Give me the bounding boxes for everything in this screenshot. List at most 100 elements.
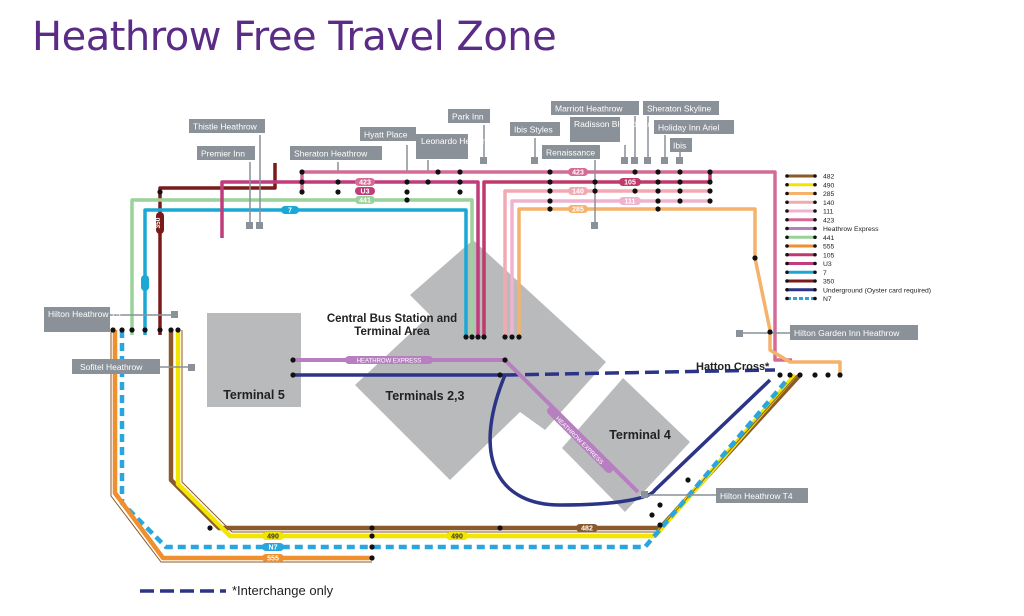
hotel-thistle: Thistle Heathrow — [193, 122, 258, 132]
legend-dot-7 — [813, 235, 817, 240]
legend-dot-3 — [813, 200, 817, 205]
legend-dot-13 — [813, 287, 817, 292]
stop-dots — [110, 169, 843, 561]
terminal-4-building — [562, 378, 690, 512]
terminal-5-building — [207, 313, 301, 407]
legend-dot-6 — [785, 226, 789, 231]
legend-label-12: 350 — [823, 279, 835, 286]
legend-label-5: 423 — [823, 217, 835, 224]
hotel-hiltont5: Hilton Heathrow T5 — [48, 309, 121, 319]
legend-dot-14 — [813, 296, 817, 301]
tag-285: 285 — [572, 207, 584, 214]
legend-label-10: U3 — [823, 261, 832, 268]
tag-140: 140 — [572, 189, 584, 196]
footnote-text: *Interchange only — [232, 583, 334, 598]
legend-dot-3 — [785, 200, 789, 205]
tag-441: 441 — [359, 198, 371, 205]
tag-482: 482 — [581, 526, 593, 533]
route-u3-line — [220, 180, 480, 337]
label-central-bus-station: Central Bus Station and Terminal Area — [326, 313, 458, 338]
hotel-connectors — [110, 116, 790, 496]
legend-dot-12 — [785, 279, 789, 283]
tag-350: 350 — [155, 217, 162, 228]
hotel-sheratonskyline: Sheraton Skyline — [647, 104, 712, 114]
tag-7: 7 — [288, 208, 292, 215]
tag-490-west: 490 — [267, 534, 279, 541]
legend-dot-9 — [785, 252, 789, 257]
tag-423: 423 — [359, 180, 371, 187]
legend-label-0: 482 — [823, 174, 835, 181]
legend-dot-5 — [785, 217, 789, 222]
legend-label-11: 7 — [823, 270, 827, 277]
hotel-sheraton: Sheraton Heathrow — [294, 149, 368, 159]
tag-555: 555 — [267, 556, 279, 563]
hotel-ibisstyles: Ibis Styles — [514, 125, 553, 135]
legend-dot-6 — [813, 226, 817, 231]
tag-105: 105 — [624, 180, 636, 187]
legend-label-8: 555 — [823, 244, 835, 251]
hotel-leonardo: Leonardo Heathrow — [421, 136, 497, 146]
hotel-stop-squares — [171, 157, 743, 498]
hotel-hyatt: Hyatt Place — [364, 130, 408, 140]
route-441-line — [130, 198, 474, 337]
legend-dot-4 — [785, 209, 789, 213]
legend-dot-14 — [785, 296, 789, 301]
route-n7-line — [119, 330, 789, 550]
tag-111: 111 — [625, 199, 636, 206]
legend-label-1: 490 — [823, 182, 835, 189]
southern-routes — [110, 330, 802, 563]
legend-dot-0 — [785, 174, 789, 178]
legend-label-9: 105 — [823, 252, 835, 259]
label-hatton-cross: Hatton Cross* — [696, 361, 770, 373]
legend-dot-10 — [813, 261, 817, 266]
underground-interchange-dashed — [504, 368, 776, 377]
legend-dot-2 — [785, 191, 789, 196]
tag-423-east: 423 — [572, 170, 584, 177]
hotel-ibis: Ibis — [673, 141, 686, 151]
legend-dot-10 — [785, 261, 789, 266]
legend-label-3: 140 — [823, 200, 835, 207]
legend-dot-7 — [785, 235, 789, 240]
hotel-labels: Thistle Heathrow Premier Inn Sheraton He… — [44, 101, 918, 503]
hotel-parkinn: Park Inn — [452, 112, 484, 122]
hotel-hiltongarden: Hilton Garden Inn Heathrow — [794, 328, 900, 338]
route-tags: 423 U3 441 7 350 423 105 140 111 285 490… — [141, 168, 641, 563]
legend-dot-9 — [813, 252, 817, 257]
legend-dot-11 — [785, 270, 789, 275]
hotel-sofitel: Sofitel Heathrow — [80, 362, 143, 372]
hotel-radisson: Radisson Blu Edwardian — [574, 119, 667, 129]
legend-label-4: 111 — [823, 209, 834, 216]
tag-heathrow-express: HEATHROW EXPRESS — [357, 359, 422, 365]
label-terminal-5: Terminal 5 — [223, 388, 285, 402]
route-7-line — [143, 208, 468, 337]
legend-dot-11 — [813, 270, 817, 275]
legend-label-2: 285 — [823, 191, 835, 198]
legend-label-7: 441 — [823, 235, 835, 242]
legend-label-14: N7 — [823, 296, 832, 303]
map-title: Heathrow Free Travel Zone — [32, 14, 557, 60]
legend-dot-1 — [813, 182, 817, 187]
legend-dot-12 — [813, 279, 817, 283]
legend-dot-8 — [785, 244, 789, 248]
legend-dot-5 — [813, 217, 817, 222]
route-140-line — [503, 189, 710, 337]
route-423-line — [300, 170, 792, 362]
route-111-line — [510, 199, 710, 337]
legend-dot-1 — [785, 182, 789, 187]
area-labels: Terminal 5 Terminals 2,3 Terminal 4 Hatt… — [223, 313, 770, 442]
legend-dot-13 — [785, 287, 789, 292]
legend-dot-4 — [813, 209, 817, 213]
footnote: *Interchange only — [140, 583, 334, 598]
tag-490-east: 490 — [451, 534, 463, 541]
tag-n7: N7 — [269, 545, 278, 552]
route-350-line — [158, 163, 277, 335]
hotel-hiltont4: Hilton Heathrow T4 — [720, 491, 793, 501]
route-490-edge — [181, 330, 798, 533]
legend-label-13: Underground (Oyster card required) — [823, 287, 931, 294]
label-terminal-4: Terminal 4 — [609, 428, 671, 442]
hotel-marriott: Marriott Heathrow — [555, 104, 623, 114]
label-terminals-2-3: Terminals 2,3 — [386, 389, 465, 403]
legend-dot-2 — [813, 191, 817, 196]
